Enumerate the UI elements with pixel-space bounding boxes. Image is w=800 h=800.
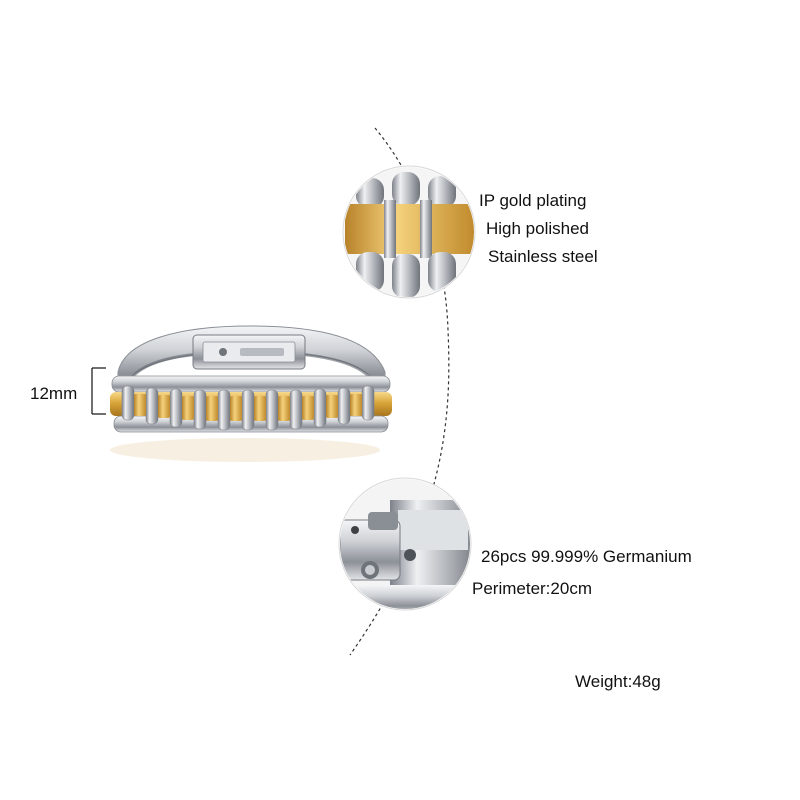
detail-gold-link-icon (342, 165, 476, 299)
detail-clasp-icon (338, 477, 472, 611)
bracelet-links (110, 375, 392, 433)
weight-label: Weight:48g (575, 672, 661, 691)
finish-polish-label: High polished (486, 219, 590, 238)
bracelet-icon (110, 325, 386, 462)
germanium-label: 26pcs 99.999% Germanium (481, 547, 692, 566)
width-bracket (91, 367, 106, 415)
perimeter-label: Perimeter:20cm (472, 579, 592, 598)
band-width-label: 12mm (30, 384, 78, 403)
finish-steel-label: Stainless steel (488, 247, 598, 266)
finish-gold-label: IP gold plating (479, 191, 587, 210)
